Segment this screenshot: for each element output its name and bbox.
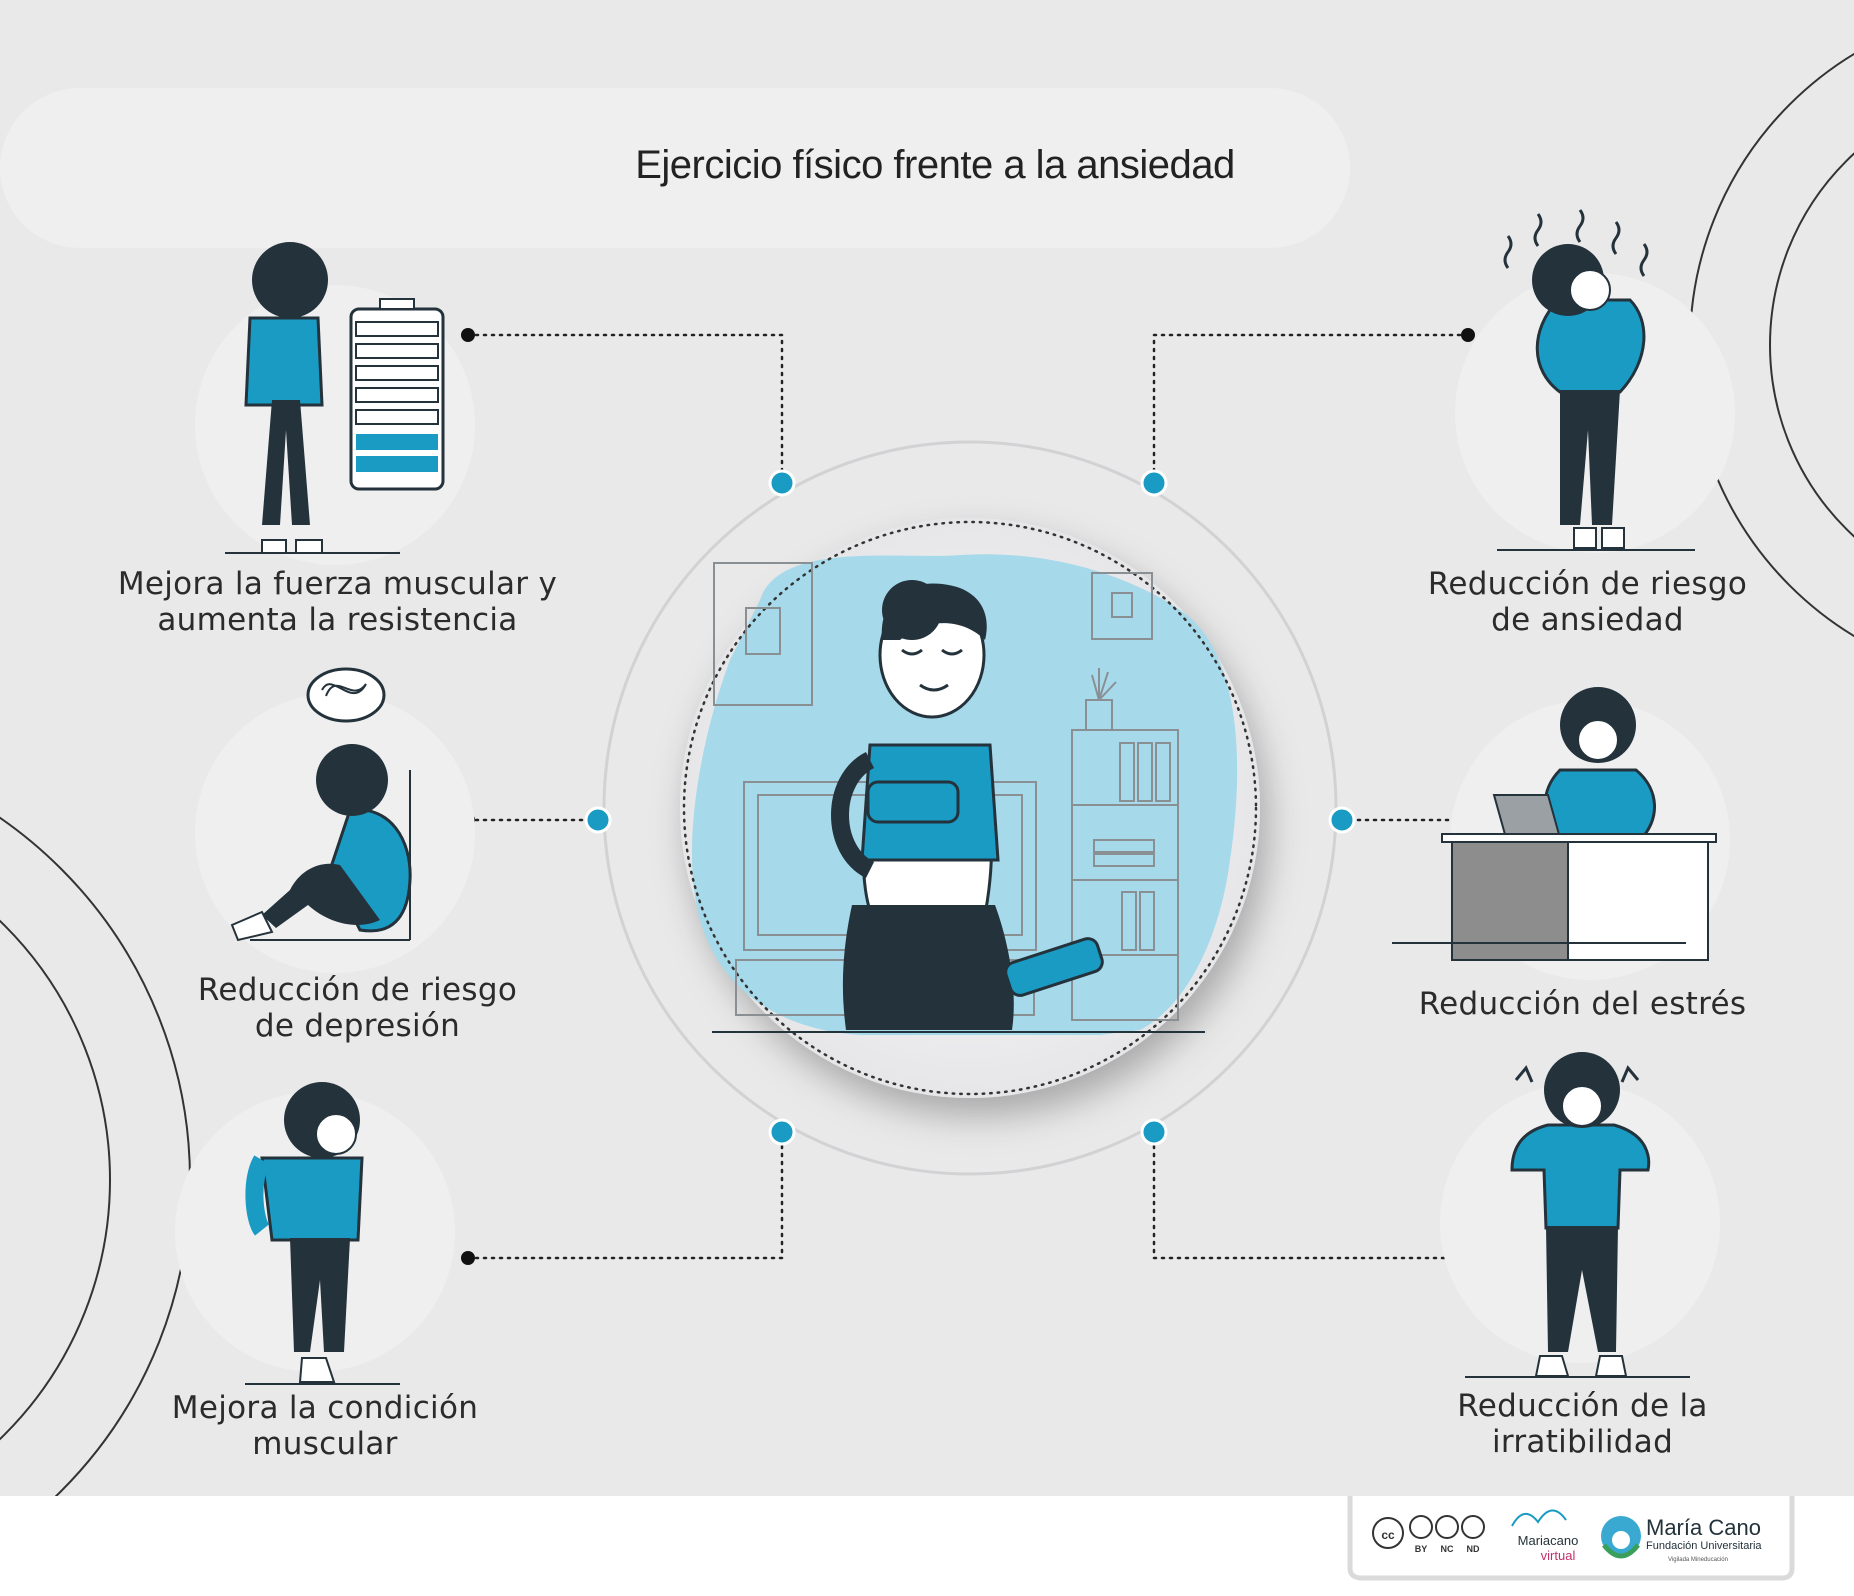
license-nd: ND [1467, 1544, 1480, 1554]
benefit-label-stress: Reducción del estrés [1360, 986, 1805, 1022]
stressed-person-desk-icon [1392, 687, 1717, 961]
benefit-label-line: Reducción del estrés [1418, 986, 1747, 1022]
irritated-person-icon [1465, 1052, 1690, 1378]
anxious-person-icon [1497, 209, 1695, 551]
mariacano-wordmark: Mariacano [1518, 1533, 1579, 1548]
tired-person-battery-icon [225, 242, 445, 554]
nd-icon [1461, 1515, 1485, 1539]
nc-icon [1435, 1515, 1459, 1539]
woman-dumbbell-illustration [682, 520, 1258, 1096]
benefit-label-line: muscular [252, 1426, 398, 1462]
ring-nodes [584, 469, 1356, 1146]
sad-sitting-person-icon [230, 667, 412, 942]
cc-icon: cc [1381, 1528, 1395, 1542]
page-title: Ejercicio físico frente a la ansiedad [635, 143, 1235, 187]
benefit-label-line: Reducción de riesgo [1427, 566, 1748, 602]
benefit-label-line: de depresión [254, 1008, 461, 1044]
vigilada-tag: Vigilada Mineducación [1668, 1557, 1728, 1563]
benefit-label-irritability: Reducción de la irratibilidad [1360, 1388, 1805, 1460]
creative-commons-badge: cc BY NC ND [1372, 1515, 1485, 1554]
benefit-label-strength: Mejora la fuerza muscular y aumenta la r… [90, 566, 585, 638]
license-nc: NC [1441, 1544, 1454, 1554]
title-banner [0, 88, 1350, 248]
benefit-label-muscle: Mejora la condición muscular [110, 1390, 540, 1462]
benefit-label-anxiety: Reducción de riesgo de ansiedad [1360, 566, 1815, 638]
benefit-label-line: de ansiedad [1491, 602, 1684, 638]
benefit-label-line: Mejora la condición [171, 1390, 479, 1426]
benefit-label-line: Reducción de la [1457, 1388, 1708, 1424]
by-icon [1409, 1515, 1433, 1539]
mariacano-virtual-logo: Mariacano virtual [1511, 1509, 1579, 1563]
benefit-label-line: aumenta la resistencia [157, 602, 518, 638]
fundacion-subtitle: Fundación Universitaria [1646, 1540, 1762, 1552]
benefit-label-line: Reducción de riesgo [197, 972, 518, 1008]
footer-card-border [1347, 1496, 1795, 1581]
virtual-wordmark: virtual [1541, 1548, 1576, 1563]
benefit-label-depression: Reducción de riesgo de depresión [135, 972, 580, 1044]
connector-lines [466, 333, 1470, 1260]
benefit-label-line: irratibilidad [1491, 1424, 1674, 1460]
fundacion-maria-cano-logo: María Cano Fundación Universitaria Vigil… [1601, 1515, 1762, 1563]
license-by: BY [1415, 1544, 1428, 1554]
benefit-label-line: Mejora la fuerza muscular y [117, 566, 558, 602]
maria-cano-wordmark: María Cano [1646, 1515, 1761, 1540]
muscle-pain-person-icon [245, 1082, 400, 1385]
